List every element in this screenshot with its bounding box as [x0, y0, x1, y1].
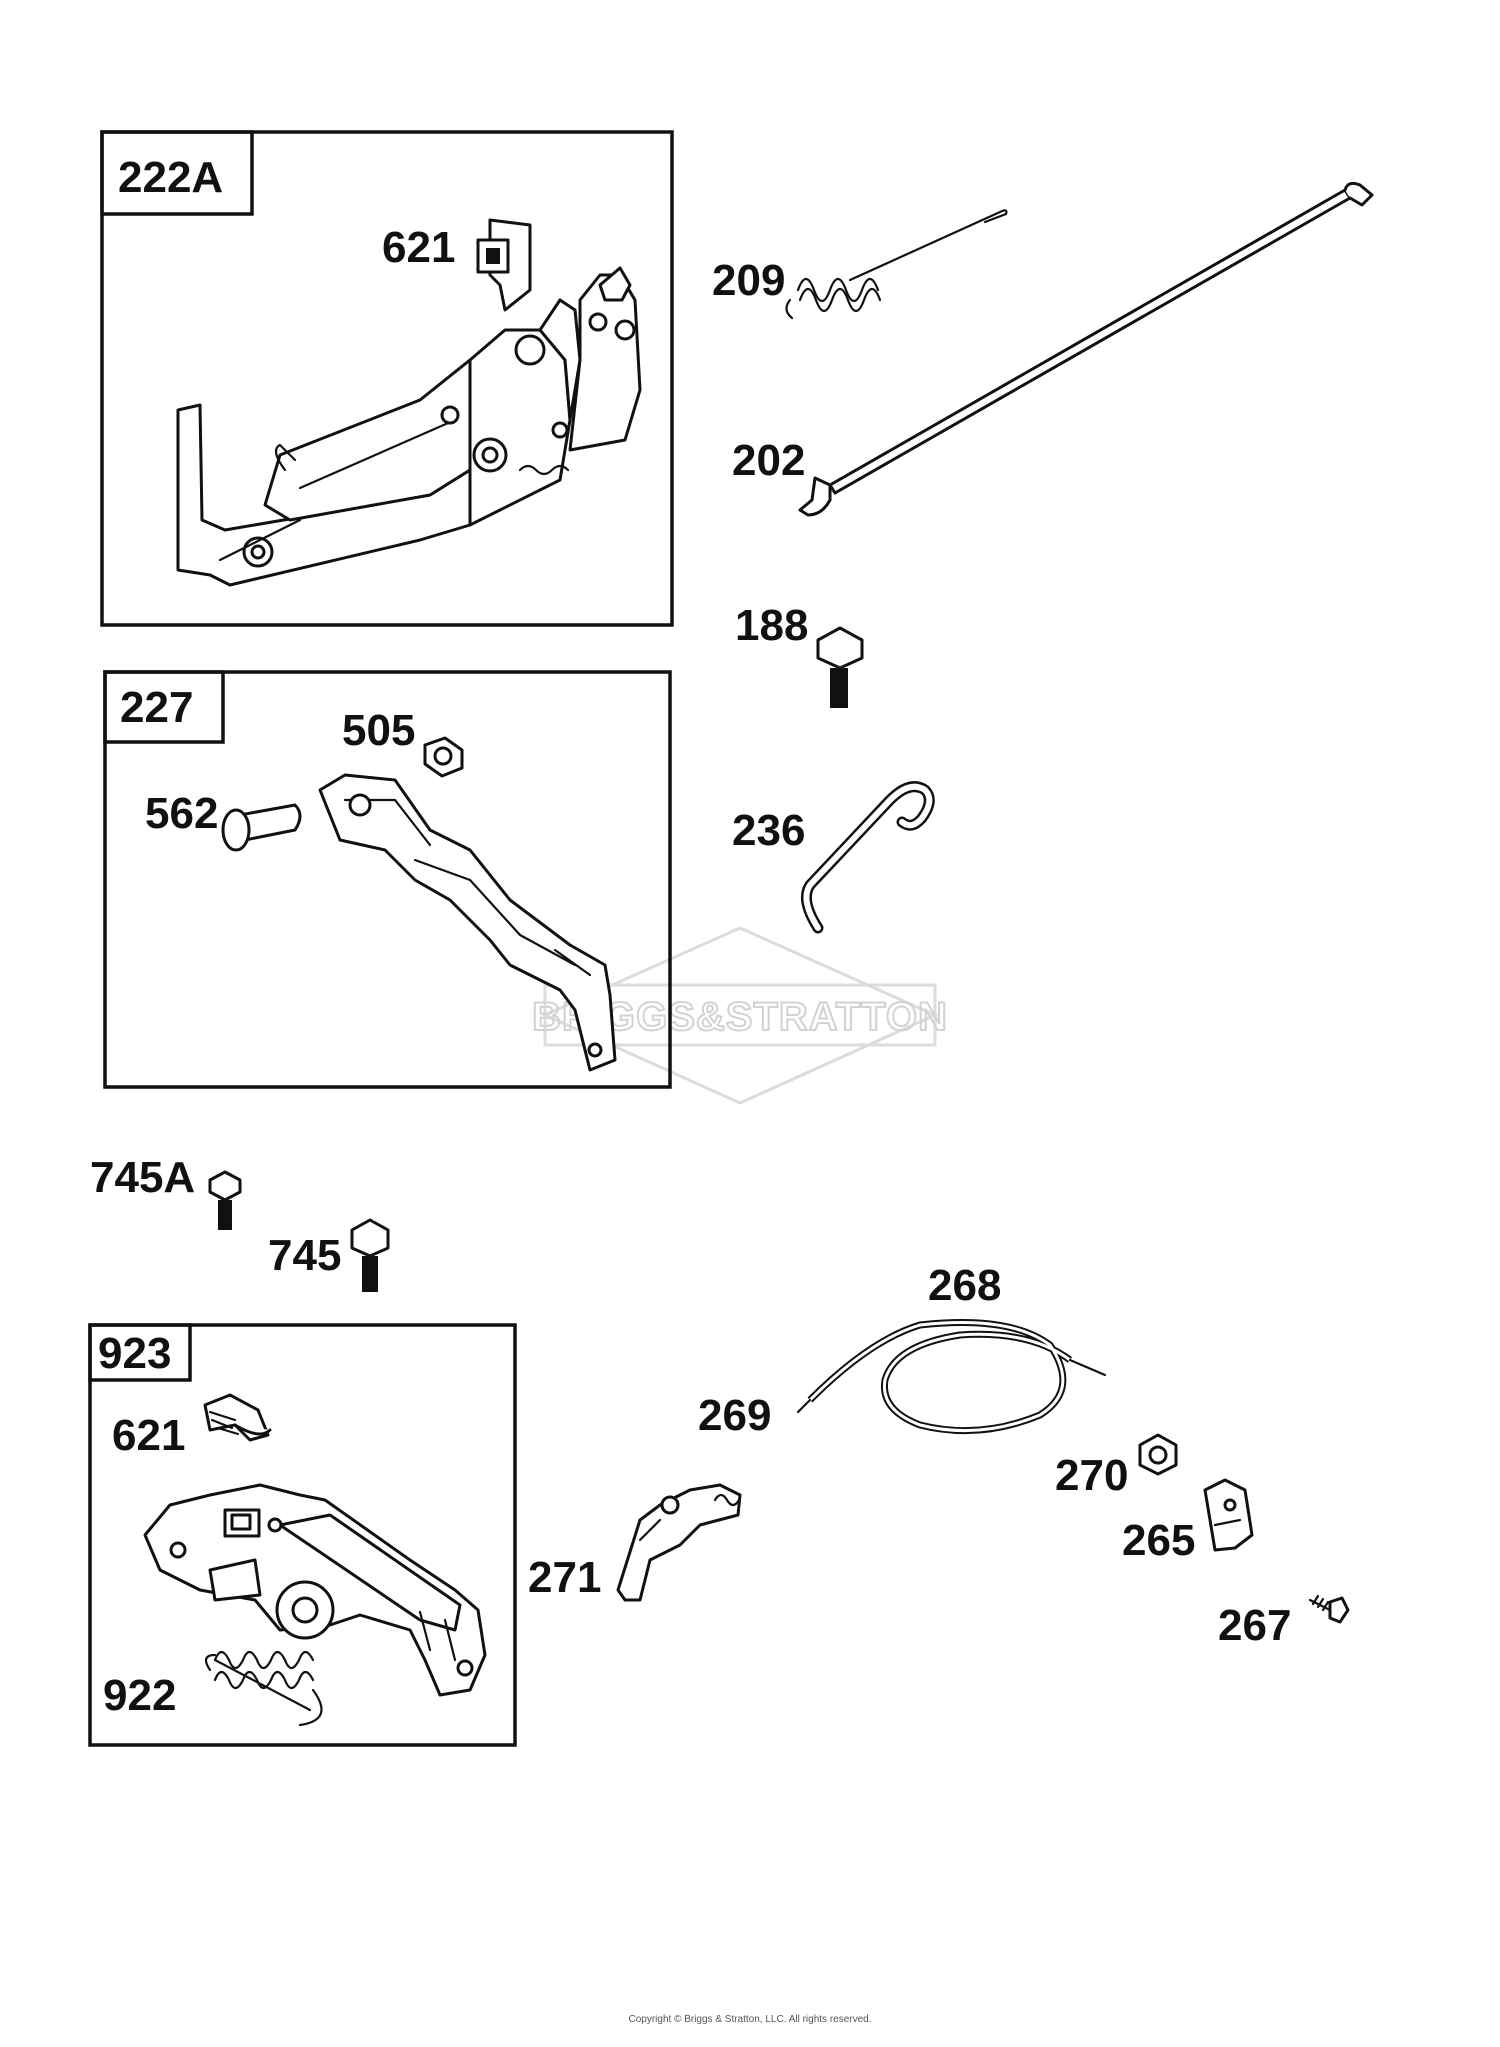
control-lever [318, 773, 617, 1072]
group-box-222a: 222A 621 [100, 130, 674, 627]
group-box-227: 227 505 562 [103, 670, 672, 1089]
cable-bracket-271 [616, 1483, 742, 1602]
nut-270 [1138, 1433, 1178, 1476]
bolt-188 [816, 626, 864, 708]
cable-268 [796, 1319, 1107, 1435]
callout-265: 265 [1122, 1516, 1195, 1565]
callout-268: 268 [928, 1261, 1001, 1310]
clip-621-bottom [203, 1393, 272, 1442]
callout-745a: 745A [90, 1153, 195, 1202]
callout-202: 202 [732, 436, 805, 485]
callout-269: 269 [698, 1391, 771, 1440]
cable-clamp-265 [1203, 1478, 1254, 1552]
callout-505: 505 [342, 706, 415, 755]
control-plate [143, 1483, 487, 1697]
callout-209: 209 [712, 256, 785, 305]
callout-621-bottom: 621 [112, 1411, 185, 1460]
screw-267 [1308, 1594, 1350, 1624]
clip-621-top [476, 218, 532, 312]
callout-745: 745 [268, 1231, 341, 1280]
callout-267: 267 [1218, 1601, 1291, 1650]
copyright-notice: Copyright © Briggs & Stratton, LLC. All … [628, 2014, 871, 2025]
screw-745a [208, 1170, 242, 1230]
callout-271: 271 [528, 1553, 601, 1602]
link-236 [800, 781, 935, 934]
pin-562 [221, 803, 302, 852]
governor-spring-209 [785, 209, 1008, 320]
callout-922: 922 [103, 1671, 176, 1720]
group-box-923: 923 621 922 [88, 1323, 517, 1747]
screw-745 [350, 1218, 390, 1292]
nut-505 [423, 736, 464, 778]
callout-270: 270 [1055, 1451, 1128, 1500]
callout-621-top: 621 [382, 223, 455, 272]
spring-922 [204, 1650, 323, 1727]
callout-562: 562 [145, 789, 218, 838]
control-bracket-assembly [176, 266, 642, 587]
callout-236: 236 [732, 806, 805, 855]
callout-188: 188 [735, 601, 808, 650]
group-box-222a-label: 222A [118, 153, 223, 202]
group-box-923-label: 923 [98, 1329, 171, 1378]
group-box-227-label: 227 [120, 683, 193, 732]
governor-link-rod-202 [798, 181, 1374, 517]
